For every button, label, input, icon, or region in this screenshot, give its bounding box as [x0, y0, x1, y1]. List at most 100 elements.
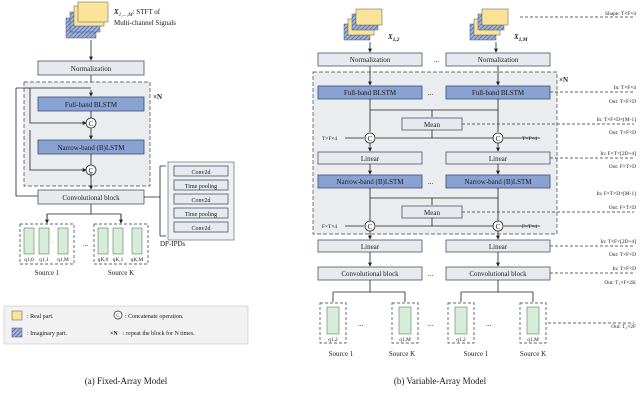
svg-text:Linear: Linear: [489, 155, 508, 163]
svg-text:Out: T×F×D: Out: T×F×D: [609, 99, 636, 105]
svg-text:Conv2d: Conv2d: [191, 226, 210, 232]
conv2d-1: [173, 165, 229, 177]
svg-text:In: F×T×[2D+4]: In: F×T×[2D+4]: [600, 151, 636, 157]
svg-text:F×T×4: F×T×4: [322, 224, 337, 230]
svg-text:: Concatenate operation.: : Concatenate operation.: [125, 314, 184, 320]
shape-annotations: Shape: T×F×4 In: T×F×4 Out: T×F×D In: T×…: [462, 11, 636, 330]
time-pooling-2: [173, 207, 229, 219]
svg-text:...: ...: [434, 56, 440, 64]
svg-text:Full-band BLSTM: Full-band BLSTM: [344, 89, 397, 97]
svg-text:Linear: Linear: [361, 155, 380, 163]
sourcek-label-right-2: Source K: [520, 350, 546, 358]
svg-text:Time pooling: Time pooling: [185, 184, 217, 190]
svg-text:q1,2: q1,2: [328, 337, 338, 343]
sourcek-label-left: Source K: [108, 269, 134, 277]
source1-left-group: q1,0 q1,1 · q1,M: [19, 223, 75, 265]
dpipd-label: DP-IPDs: [160, 240, 186, 248]
svg-text:Narrow-band (B)LSTM: Narrow-band (B)LSTM: [464, 178, 532, 186]
svg-text:·: ·: [52, 240, 54, 246]
input-label-left: X1,...,M: STFT of: [113, 8, 161, 18]
svg-text:...: ...: [428, 320, 434, 328]
input-stack-x12: [343, 8, 383, 41]
svg-text:C: C: [368, 135, 373, 143]
svg-text:Mean: Mean: [424, 209, 440, 217]
repeat-label-right: ×N: [559, 76, 568, 84]
svg-text:qK,0: qK,0: [98, 257, 109, 263]
svg-text:Shape: T×F×4: Shape: T×F×4: [605, 11, 636, 17]
svg-text:In: T×F×[2D+4]: In: T×F×[2D+4]: [600, 239, 636, 245]
svg-text:Time pooling: Time pooling: [185, 212, 217, 218]
sourcek-left-group: qK,0 qK,1 qK,M: [93, 223, 149, 265]
svg-text:q1,2: q1,2: [456, 337, 466, 343]
svg-text:In: T×F×D: In: T×F×D: [612, 266, 636, 272]
conv2d-2: [173, 193, 229, 205]
svg-text:T×F×4: T×F×4: [322, 136, 337, 142]
svg-text:C: C: [89, 167, 94, 175]
svg-text:Out: T₂×F×2K: Out: T₂×F×2K: [604, 280, 636, 286]
input-stack-x1m: [469, 8, 509, 41]
svg-text:Normalization: Normalization: [350, 56, 391, 64]
input-stack-left: [65, 1, 109, 39]
svg-text:Full-band BLSTM: Full-band BLSTM: [472, 89, 525, 97]
ipd-q12-sourcek: q1,2: [447, 302, 475, 344]
svg-text:C: C: [496, 135, 501, 143]
svg-text:F×T×4: F×T×4: [522, 224, 537, 230]
svg-text:C: C: [116, 313, 120, 319]
source1-label-right: Source 1: [329, 350, 354, 358]
svg-text:...: ...: [428, 89, 434, 97]
svg-text:: Imaginary part.: : Imaginary part.: [27, 331, 68, 337]
svg-text:q1,0: q1,0: [24, 257, 34, 263]
svg-text:Mean: Mean: [424, 121, 440, 129]
svg-text:Convolutional block: Convolutional block: [469, 270, 527, 278]
source1-label-left: Source 1: [35, 269, 60, 277]
svg-text:Conv2d: Conv2d: [191, 170, 210, 176]
concat-legend-icon: [113, 310, 123, 320]
svg-text:q1,M: q1,M: [57, 257, 69, 263]
conv-label-left: Convolutional block: [62, 194, 120, 202]
svg-text:C: C: [368, 223, 373, 231]
svg-text:: Real part.: : Real part.: [27, 314, 54, 320]
narrowband-label-left: Narrow-band (B)LSTM: [57, 144, 125, 152]
svg-text:In: F×T×D×[M-1]: In: F×T×D×[M-1]: [596, 191, 636, 197]
svg-text:Convolutional block: Convolutional block: [341, 270, 399, 278]
source1-label-right-2: Source 1: [464, 350, 489, 358]
ipd-q1m-sourcek: q1,M: [519, 302, 547, 344]
legend: : Real part. : Imaginary part. C : Conca…: [3, 305, 249, 345]
x12-label: X1,2: [387, 33, 400, 43]
svg-text:q1,M: q1,M: [527, 337, 539, 343]
svg-text:: repeat the block for N times: : repeat the block for N times.: [123, 330, 195, 337]
svg-text:Conv2d: Conv2d: [191, 198, 210, 204]
svg-text:q1,M: q1,M: [399, 337, 411, 343]
x1m-label: X1,M: [513, 33, 528, 43]
svg-text:Normalization: Normalization: [478, 56, 519, 64]
svg-text:Narrow-band (B)LSTM: Narrow-band (B)LSTM: [336, 178, 404, 186]
svg-text:...: ...: [428, 270, 434, 278]
svg-text:...: ...: [486, 320, 492, 328]
fullband-label-left: Full-band BLSTM: [65, 101, 118, 109]
ipd-q1m-source1: q1,M: [391, 302, 419, 344]
caption-left: (a) Fixed-Array Model: [85, 376, 168, 386]
repeat-label-left: ×N: [153, 93, 162, 101]
svg-text:In: T×F×4: In: T×F×4: [614, 85, 637, 91]
conv2d-3: [173, 221, 229, 233]
caption-right: (b) Variable-Array Model: [394, 376, 487, 386]
sourcek-label-right-1: Source K: [389, 350, 415, 358]
svg-text:C: C: [89, 120, 94, 128]
svg-text:Linear: Linear: [361, 243, 380, 251]
svg-text:Out: T₂×2F: Out: T₂×2F: [611, 324, 636, 330]
real-swatch: [11, 310, 23, 321]
svg-text:Out: T×F×D: Out: T×F×D: [609, 252, 636, 258]
time-pooling-1: [173, 179, 229, 191]
input-desc-left: Multi-channel Signals: [114, 19, 176, 27]
svg-text:Out: T×F×D: Out: T×F×D: [609, 130, 636, 136]
ipd-q12-source1: q1,2: [319, 302, 347, 344]
svg-text:q1,1: q1,1: [39, 257, 49, 263]
conv-detail-stack: Conv2d Time pooling Conv2d Time pooling …: [167, 161, 235, 241]
svg-text:...: ...: [83, 240, 89, 248]
svg-text:Linear: Linear: [489, 243, 508, 251]
svg-text:qK,M: qK,M: [131, 257, 144, 263]
svg-text:C: C: [496, 223, 501, 231]
svg-text:...: ...: [358, 320, 364, 328]
